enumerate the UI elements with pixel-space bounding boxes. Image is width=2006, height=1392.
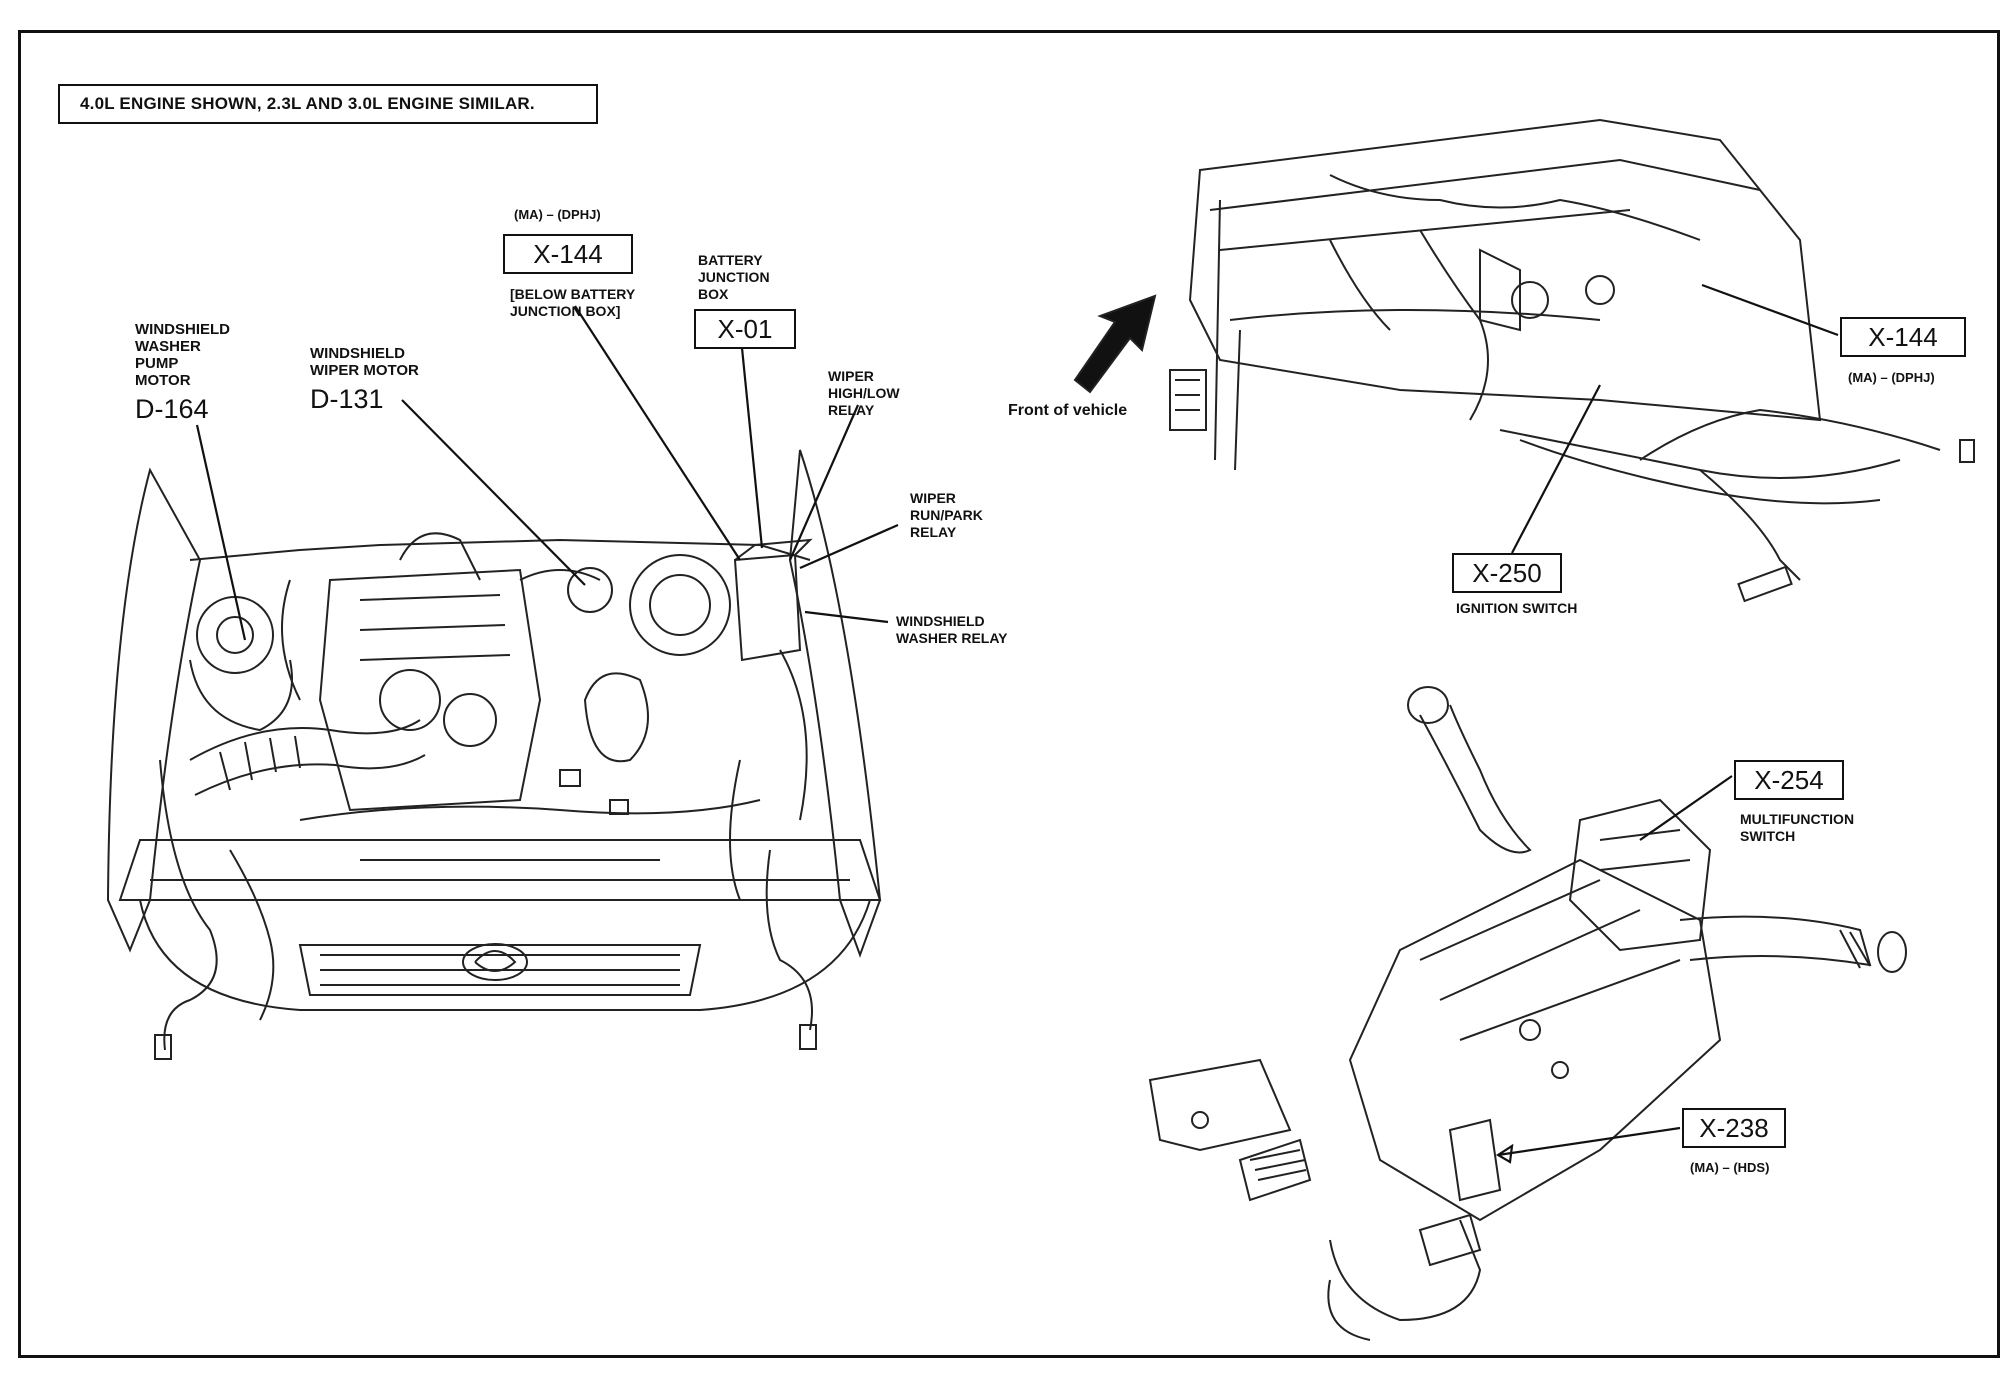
- x254-box: X-254: [1734, 760, 1844, 800]
- x254-sub-text: MULTIFUNCTION SWITCH: [1740, 811, 1855, 844]
- battery-box-code-box: X-01: [694, 309, 796, 349]
- front-of-vehicle-label: Front of vehicle: [1008, 402, 1128, 419]
- engine-compartment-drawing: [106, 449, 882, 1060]
- dash-harness-drawing: [1169, 118, 1975, 603]
- steering-column-drawing: [1148, 686, 1907, 1341]
- x238-sub-text: (MA) – (HDS): [1690, 1160, 1770, 1175]
- x250-sub-text: IGNITION SWITCH: [1456, 600, 1578, 616]
- washer-relay-label: WINDSHIELD WASHER RELAY: [896, 613, 1008, 646]
- washer-pump-label: WINDSHIELD WASHER PUMP MOTOR: [135, 321, 230, 389]
- wiper-motor-code: D-131: [310, 384, 384, 414]
- x250-box: X-250: [1452, 553, 1562, 593]
- x144-engine-top-text: (MA) – (DPHJ): [514, 207, 601, 222]
- washer-pump-code: D-164: [135, 394, 209, 424]
- x144-dash-box: X-144: [1840, 317, 1966, 357]
- x144-dash-sub-text: (MA) – (DPHJ): [1848, 370, 1935, 385]
- x144-engine-sub-text: [BELOW BATTERY JUNCTION BOX]: [510, 286, 636, 319]
- front-arrow: [1073, 294, 1157, 394]
- x144-engine-box: X-144: [503, 234, 633, 274]
- x238-box: X-238: [1682, 1108, 1786, 1148]
- diagram-frame: [18, 30, 2000, 1358]
- wiper-run-park-relay-label: WIPER RUN/PARK RELAY: [910, 490, 983, 540]
- callout-lines: [195, 283, 1839, 1164]
- battery-box-label: BATTERY JUNCTION BOX: [698, 252, 770, 302]
- engine-note: 4.0L ENGINE SHOWN, 2.3L AND 3.0L ENGINE …: [58, 84, 598, 124]
- wiper-high-low-relay-label: WIPER HIGH/LOW RELAY: [828, 368, 900, 418]
- wiper-motor-label: WINDSHIELD WIPER MOTOR: [310, 345, 419, 379]
